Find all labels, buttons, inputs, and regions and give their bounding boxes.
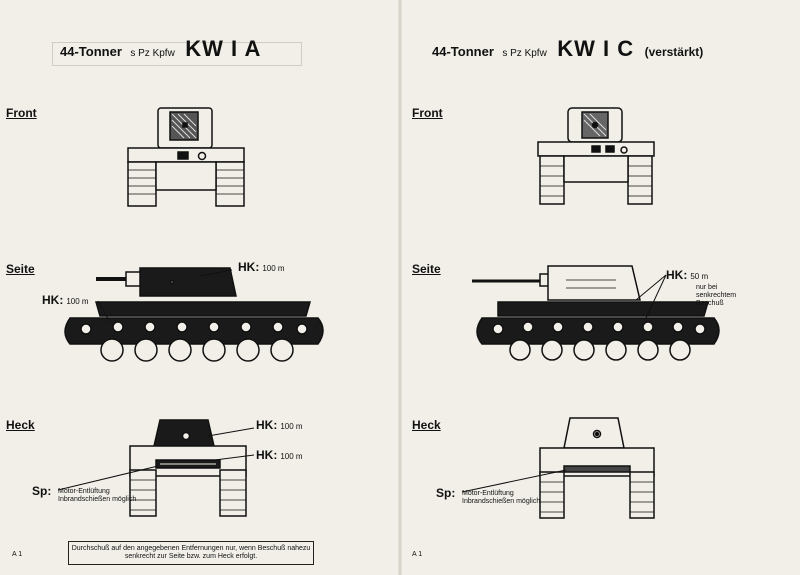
seite-label: Seite [412,262,441,276]
right-title: 44-Tonner s Pz Kpfw KW I C (verstärkt) [432,36,703,62]
hk-rear-turret: HK:100 m [256,418,303,432]
kw1c-side-view [472,265,720,361]
hk-distance: 100 m [280,422,303,431]
sp-label: Sp: [436,486,456,500]
hk-label: HK: [256,448,278,462]
page-gutter [398,0,402,575]
tonnage-label: 44-Tonner [432,44,494,59]
kw1c-drawings [461,107,720,519]
left-title: 44-Tonner s Pz Kpfw KW I A [60,36,261,62]
hk-side: HK:50 m [666,268,708,282]
kw1a-front-view [127,107,245,207]
model-suffix: (verstärkt) [644,45,704,59]
sp-annotation: Sp: Motor-Entlüftung Inbrandschießen mög… [436,486,556,520]
kw1a-drawings [57,107,324,517]
hk-side-note: nur bei senkrechtem Beschuß [696,284,737,307]
page-number: A 1 [412,551,423,558]
front-label: Front [6,106,37,120]
heck-label: Heck [412,418,441,432]
hk-label: HK: [256,418,278,432]
hk-distance: 50 m [690,272,709,281]
title-frame [52,42,302,66]
hk-turret-side: HK:100 m [238,260,285,274]
kw1a-rear-view [57,419,255,517]
left-page: 44-Tonner s Pz Kpfw KW I A Front Seite H… [6,36,324,565]
hk-distance: 100 m [262,264,285,273]
hk-distance: 100 m [66,297,89,306]
kw1c-rear-view [461,417,655,519]
hk-label: HK: [666,268,688,282]
sp-annotation: Sp: Motor-Entlüftung Inbrandschießen mög… [32,484,152,518]
kw1a-side-view [64,267,324,362]
seite-label: Seite [6,262,35,276]
hk-label: HK: [42,293,64,307]
tonnage-label: 44-Tonner [60,44,122,59]
right-page: 44-Tonner s Pz Kpfw KW I C (verstärkt) F… [400,0,800,575]
sp-text: Motor-Entlüftung Inbrandschießen möglich [462,490,541,505]
hk-hull-side: HK:100 m [42,293,89,307]
hk-label: HK: [238,260,260,274]
front-label: Front [412,106,443,120]
vehicle-type: s Pz Kpfw [502,48,547,59]
vehicle-type: s Pz Kpfw [130,48,175,59]
heck-label: Heck [6,418,35,432]
page-number: A 1 [12,551,23,558]
model-name: KW I C [557,36,635,61]
model-name: KW I A [185,36,262,61]
footnote-box: Durchschuß auf den angegebenen Entfernun… [68,541,314,565]
sp-text: Motor-Entlüftung Inbrandschießen möglich [58,488,137,503]
hk-distance: 100 m [280,452,303,461]
kw1c-front-view [537,107,655,205]
sp-label: Sp: [32,484,52,498]
hk-rear-hull: HK:100 m [256,448,303,462]
